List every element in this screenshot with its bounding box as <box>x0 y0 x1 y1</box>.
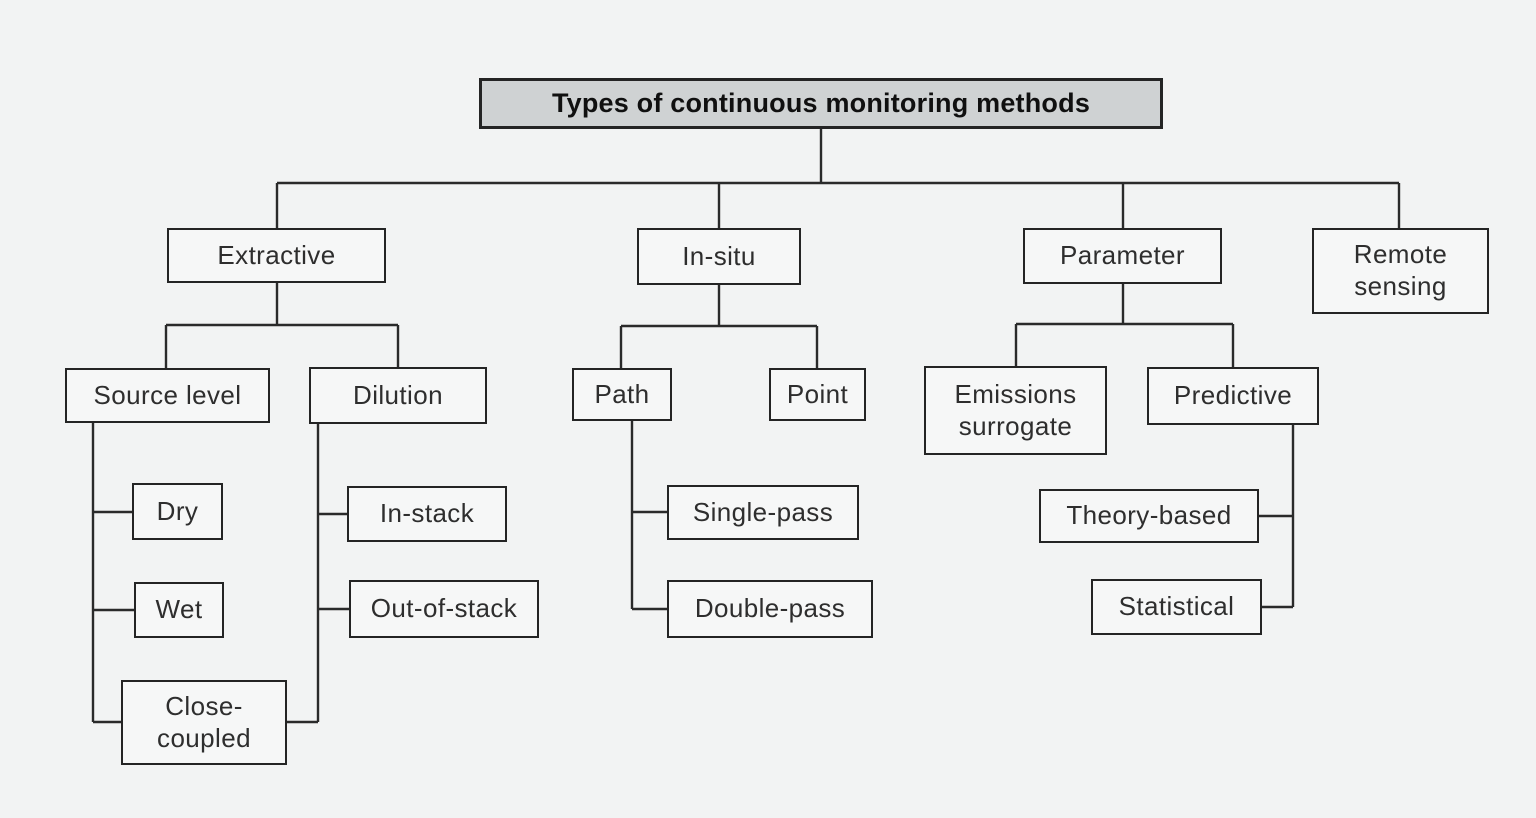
node-statistical: Statistical <box>1091 579 1262 635</box>
node-theory-based: Theory-based <box>1039 489 1259 543</box>
connector-in-situ <box>619 285 819 368</box>
connector-parameter <box>1014 284 1235 367</box>
connector-dilution <box>287 424 349 724</box>
node-emissions-surrogate: Emissions surrogate <box>924 366 1107 455</box>
connector-source-level <box>91 423 134 724</box>
connector-root <box>275 129 1401 228</box>
node-out-of-stack: Out-of-stack <box>349 580 539 638</box>
connector-predictive <box>1259 425 1295 609</box>
node-wet: Wet <box>134 582 224 638</box>
connector-extractive <box>164 283 400 368</box>
node-dry: Dry <box>132 483 223 540</box>
node-source-level: Source level <box>65 368 270 423</box>
node-in-stack: In-stack <box>347 486 507 542</box>
diagram-title: Types of continuous monitoring methods <box>479 78 1163 129</box>
node-point: Point <box>769 368 866 421</box>
connector-path <box>630 421 667 611</box>
node-predictive: Predictive <box>1147 367 1319 425</box>
node-remote-sensing: Remote sensing <box>1312 228 1489 314</box>
node-parameter: Parameter <box>1023 228 1222 284</box>
node-path: Path <box>572 368 672 421</box>
node-single-pass: Single-pass <box>667 485 859 540</box>
node-dilution: Dilution <box>309 367 487 424</box>
node-double-pass: Double-pass <box>667 580 873 638</box>
node-in-situ: In-situ <box>637 228 801 285</box>
node-extractive: Extractive <box>167 228 386 283</box>
node-close-coupled: Close-coupled <box>121 680 287 765</box>
